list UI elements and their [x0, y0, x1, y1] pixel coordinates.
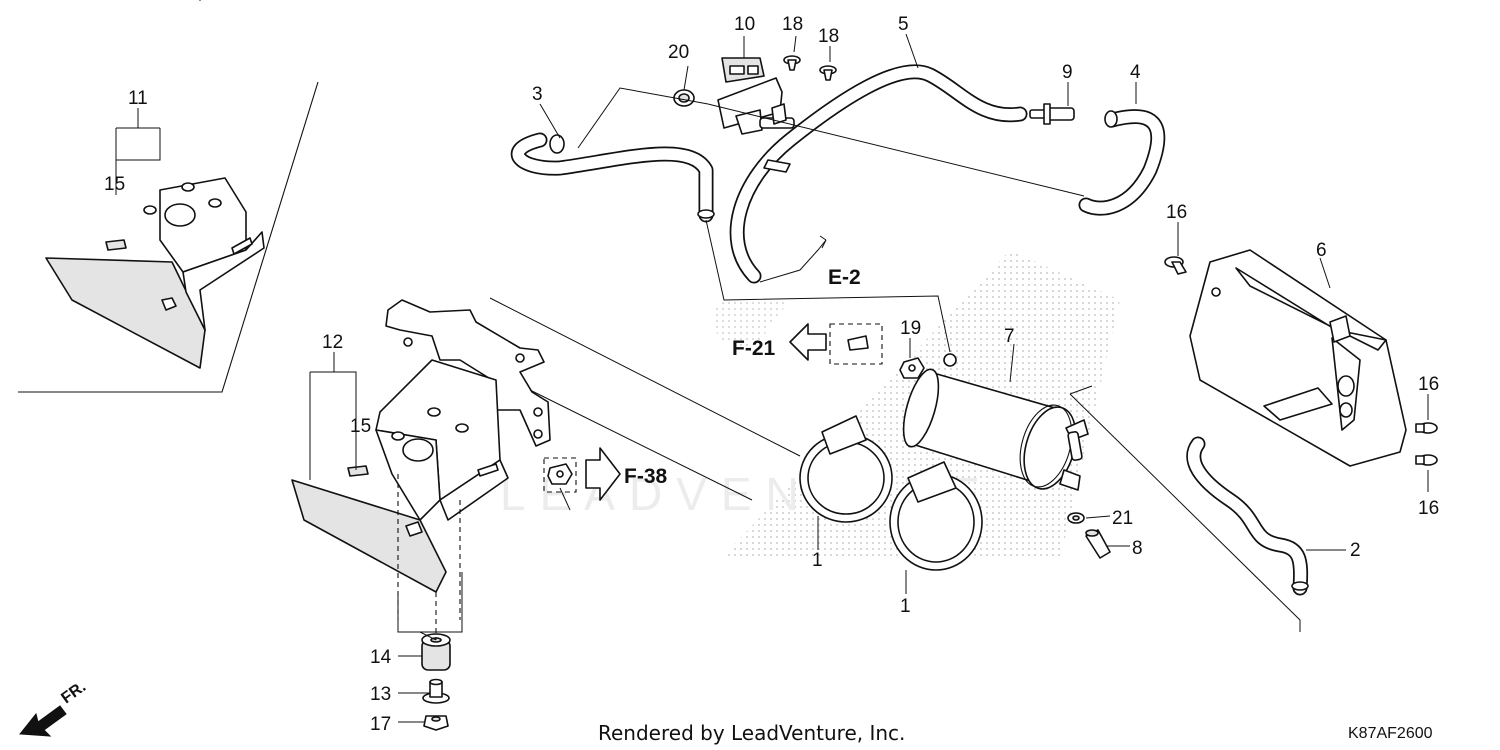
cap-8 [1085, 529, 1111, 559]
ref-arrow-f21 [789, 323, 883, 365]
ref-arrow-f38 [585, 447, 621, 501]
callout-15a: 15 [104, 174, 125, 195]
leader-lines [115, 33, 1429, 723]
callout-5: 5 [898, 14, 909, 35]
callout-8: 8 [1132, 538, 1143, 559]
callout-10: 10 [734, 14, 755, 35]
hose-5 [729, 64, 1028, 284]
callout-7: 7 [1004, 326, 1015, 347]
screw-16a [1164, 256, 1187, 275]
cover-6 [1189, 249, 1407, 467]
hose-3 [510, 132, 715, 223]
screw-18b [819, 65, 837, 81]
rendered-by: Rendered by LeadVenture, Inc. [598, 721, 905, 745]
callout-2: 2 [1350, 540, 1361, 561]
canister-7 [902, 353, 1089, 491]
screw-16b [1415, 422, 1438, 434]
nut-19 [199, 0, 925, 379]
band-1a [799, 415, 893, 523]
callout-15b: 15 [350, 416, 371, 437]
callout-9: 9 [1062, 62, 1073, 83]
reference-e2: E-2 [828, 266, 861, 289]
callout-21: 21 [1112, 508, 1133, 529]
connector-9 [1029, 103, 1075, 125]
clip-21 [1067, 512, 1085, 524]
nut-f38 [543, 457, 577, 493]
band-1b [889, 461, 983, 571]
callout-19: 19 [900, 318, 921, 339]
screw-18a [783, 55, 801, 71]
screw-16c [1415, 454, 1438, 466]
front-arrow-icon [19, 705, 67, 737]
reference-f21: F-21 [732, 337, 776, 360]
solenoid-valve-10 [717, 57, 795, 135]
bracket-12 [291, 299, 551, 593]
label-15b [347, 465, 369, 477]
hose-4 [1078, 109, 1166, 216]
grommet-14 [421, 633, 451, 671]
callout-17: 17 [370, 714, 391, 735]
front-label: FR. [58, 678, 89, 707]
inset-box [18, 81, 319, 393]
nut-17 [423, 715, 449, 731]
reference-f38: F-38 [624, 465, 668, 488]
callout-16c: 16 [1418, 498, 1439, 519]
hose-2 [1186, 436, 1309, 596]
callout-16b: 16 [1418, 374, 1439, 395]
callouts: 11 15 12 15 14 13 17 3 20 10 18 18 5 9 4… [104, 14, 1439, 735]
callout-14: 14 [370, 647, 392, 668]
callout-1a: 1 [812, 550, 823, 571]
callout-1b: 1 [900, 596, 911, 617]
callout-18b: 18 [818, 26, 839, 47]
callout-12: 12 [322, 332, 343, 353]
callout-18a: 18 [782, 14, 803, 35]
label-15a [105, 239, 127, 251]
callout-16a: 16 [1166, 202, 1187, 223]
collar-13 [422, 678, 450, 704]
callout-13: 13 [370, 684, 391, 705]
diagram-code: K87AF2600 [1348, 725, 1433, 742]
callout-20: 20 [668, 42, 689, 63]
callout-6: 6 [1316, 240, 1327, 261]
callout-4: 4 [1130, 62, 1141, 83]
callout-3: 3 [532, 84, 543, 105]
bracket-11 [45, 177, 265, 369]
callout-11: 11 [128, 88, 148, 109]
